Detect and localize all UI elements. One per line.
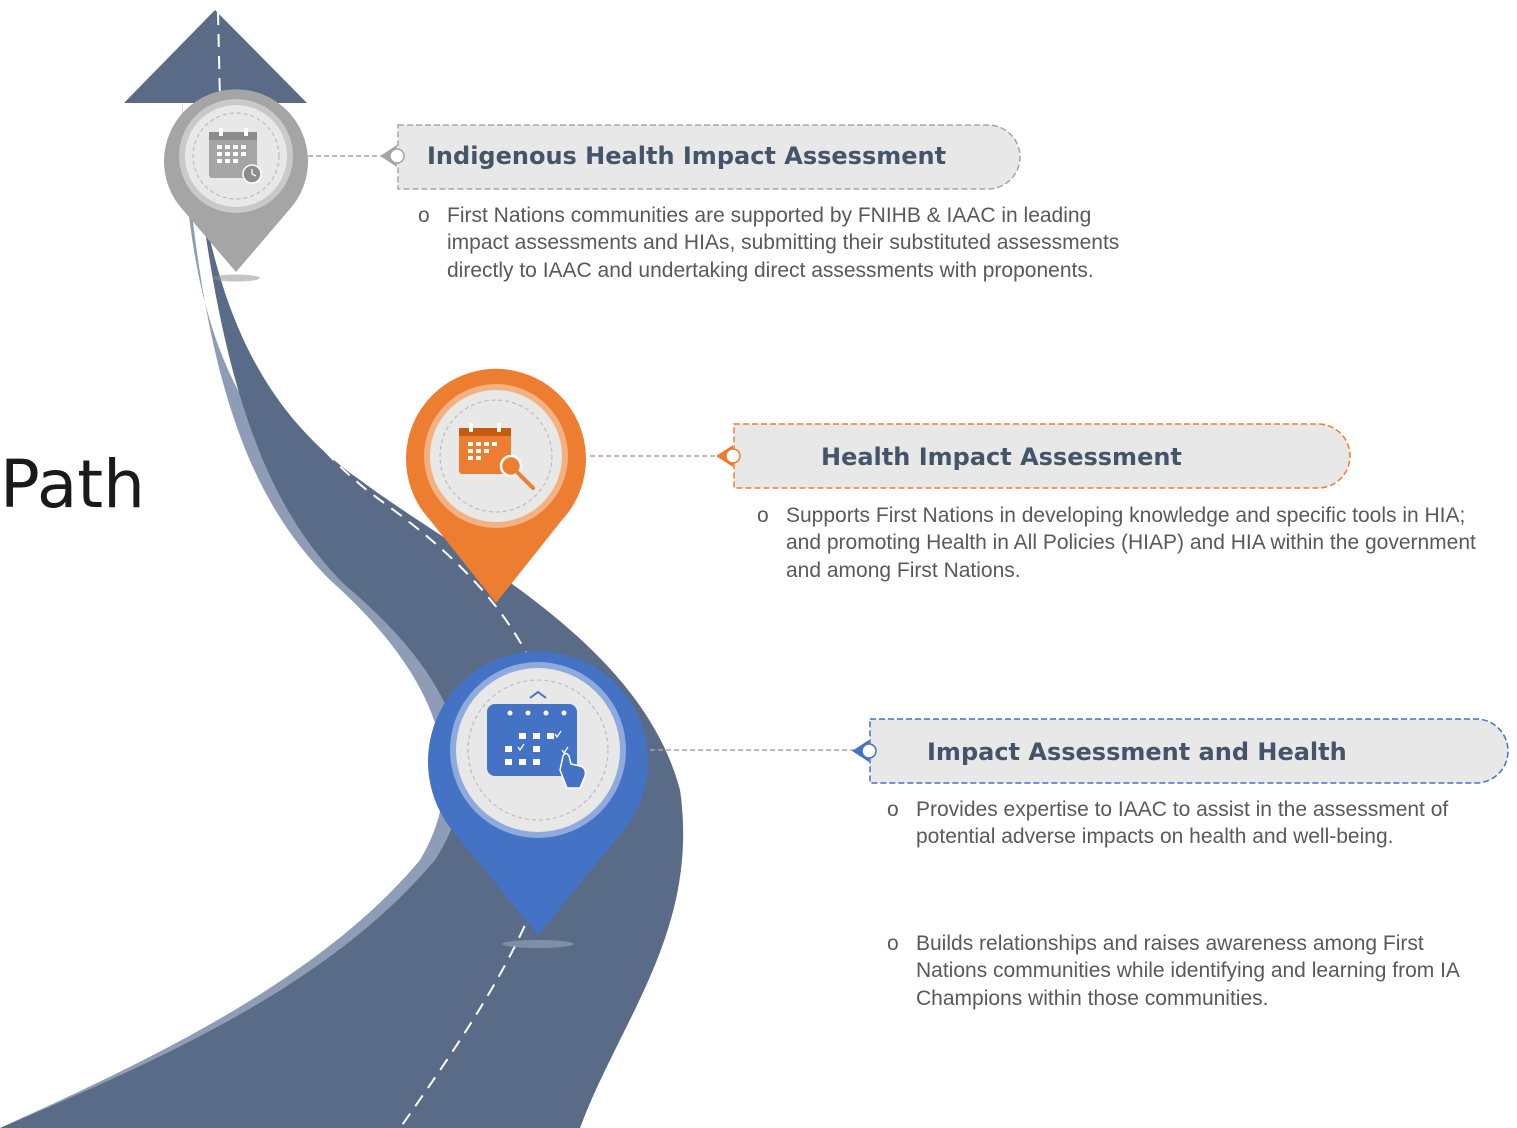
calendar-clock-icon (209, 128, 262, 184)
bullet-marker: o (757, 504, 769, 527)
bullet-text: Supports First Nations in developing kno… (786, 504, 1476, 582)
bullet-text: First Nations communities are supported … (447, 204, 1120, 282)
bullet-text: Provides expertise to IAAC to assist in … (916, 798, 1449, 849)
bullet-marker: o (418, 204, 430, 227)
stage-2-label-box (733, 423, 1351, 489)
road-arrow-head (124, 10, 307, 103)
road-center-line (217, 11, 562, 1128)
stage-3-pin (428, 651, 648, 948)
stage-1-pin (163, 89, 308, 282)
stage-2-title: Health Impact Assessment (821, 443, 1182, 471)
stage-3-bullet-1: o Provides expertise to IAAC to assist i… (887, 796, 1491, 851)
stage-2-label-dot (725, 448, 741, 464)
road-edge (0, 100, 567, 1128)
stage-1-title: Indigenous Health Impact Assessment (427, 142, 947, 170)
stage-3-label-dot (861, 743, 877, 759)
stage-3-label-box (869, 718, 1509, 784)
stage-3-bullet-2: o Builds relationships and raises awaren… (887, 930, 1491, 1012)
calendar-search-icon (459, 423, 535, 490)
page-title: Path (0, 446, 145, 523)
stage-1-bullet-1: o First Nations communities are supporte… (418, 202, 1127, 284)
stage-1-label-dot (389, 148, 405, 164)
bullet-text: Builds relationships and raises awarenes… (916, 932, 1459, 1010)
bullet-marker: o (887, 798, 899, 821)
stage-3-title: Impact Assessment and Health (927, 738, 1347, 766)
calendar-check-hand-icon (487, 690, 587, 789)
stage-1-label-box (397, 124, 1021, 190)
bullet-marker: o (887, 932, 899, 955)
stage-2-bullet-1: o Supports First Nations in developing k… (757, 502, 1476, 584)
stage-2-pin (406, 368, 586, 614)
